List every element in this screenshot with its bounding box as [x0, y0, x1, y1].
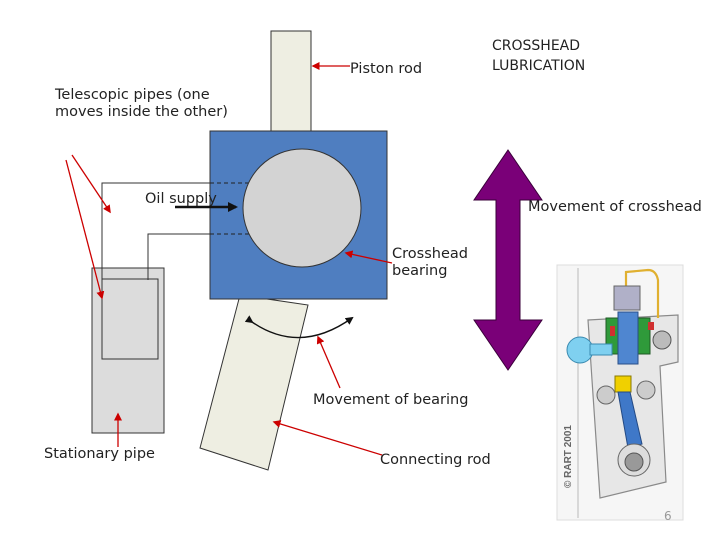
stationary-pipe-label: Stationary pipe	[44, 446, 155, 462]
telescopic-pipe-inner	[101, 278, 159, 360]
movement-of-bearing-label: Movement of bearing	[313, 392, 469, 408]
crosshead-bearing-label: Crosshead bearing	[392, 246, 468, 280]
telescopic-pointer-arrow-lower	[65, 159, 105, 300]
piston-rod	[270, 30, 312, 134]
connecting-rod-pointer-arrow	[272, 420, 383, 456]
page-number: 6	[664, 509, 672, 523]
piston-rod-label: Piston rod	[350, 61, 423, 77]
movement-of-crosshead-arrow	[473, 149, 543, 371]
photo-watermark: © RART 2001	[563, 425, 574, 488]
title-line-2: LUBRICATION	[492, 58, 586, 75]
title-line-1: CROSSHEAD	[492, 38, 581, 54]
movement-of-bearing-pointer-arrow	[316, 335, 341, 389]
oil-supply-pipe	[101, 182, 210, 280]
movement-of-bearing-arrow	[244, 315, 354, 339]
connecting-rod	[199, 294, 309, 471]
oil-supply-label: Oil supply	[145, 191, 217, 207]
crosshead-bearing	[242, 148, 362, 268]
diagram-title: CROSSHEAD LUBRICATION	[492, 36, 585, 77]
connecting-rod-label: Connecting rod	[380, 452, 491, 468]
telescopic-pipes-label: Telescopic pipes (one moves inside the o…	[55, 87, 228, 121]
telescopic-pointer-arrow-upper	[71, 154, 111, 214]
engine-cutaway-photo	[556, 264, 684, 521]
movement-of-crosshead-label: Movement of crosshead	[528, 199, 702, 215]
crosshead-bearing-pointer-arrow	[344, 250, 393, 264]
